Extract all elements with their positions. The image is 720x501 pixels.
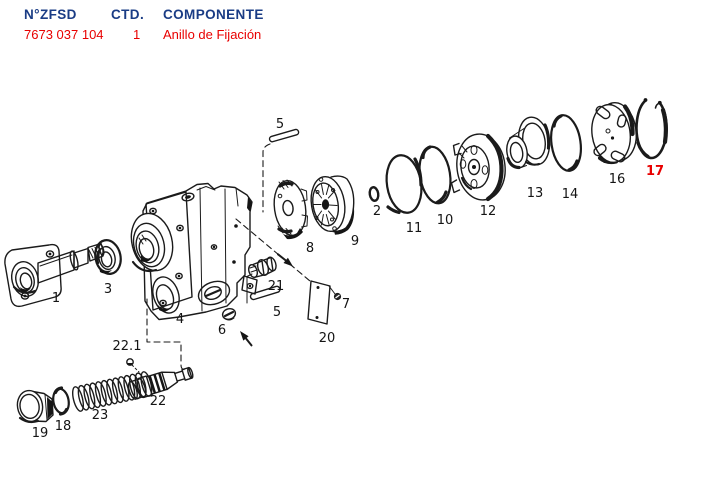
part-label-22[interactable]: 22 (150, 394, 167, 409)
part-5-pin-top (268, 128, 300, 143)
part-21-fitting (247, 256, 277, 279)
part-9-rotor (310, 175, 355, 235)
part-label-1[interactable]: 1 (52, 291, 60, 306)
part-label-17[interactable]: 17 (646, 164, 664, 179)
part-5-pin-middle (249, 285, 281, 301)
part-label-5[interactable]: 5 (276, 117, 284, 132)
part-label-20[interactable]: 20 (319, 331, 336, 346)
part-22-valve (127, 366, 194, 400)
part-13-bearing-cup (506, 116, 551, 170)
part-label-4[interactable]: 4 (176, 312, 184, 327)
part-label-19[interactable]: 19 (32, 426, 49, 441)
part-number: 7673 037 104 (24, 27, 104, 42)
part-label-14[interactable]: 14 (562, 187, 579, 202)
part-23-spring (71, 371, 153, 412)
part-label-16[interactable]: 16 (609, 172, 626, 187)
part-label-3[interactable]: 3 (104, 282, 112, 297)
part-14-o-ring (550, 114, 582, 172)
part-name: Anillo de Fijación (163, 27, 262, 42)
part-label-5[interactable]: 5 (273, 305, 281, 320)
part-12-pressure-plate (450, 133, 506, 202)
part-18-o-ring (52, 386, 70, 416)
part-16-end-cover (591, 101, 638, 165)
column-ctd: CTD. (111, 7, 145, 22)
part-22-1-ball (126, 358, 134, 366)
part-7-screw (333, 292, 342, 301)
part-10-ring (418, 145, 452, 205)
part-label-9[interactable]: 9 (351, 234, 359, 249)
part-label-23[interactable]: 23 (92, 408, 109, 423)
part-8-cam-ring (273, 179, 308, 240)
part-label-13[interactable]: 13 (527, 186, 544, 201)
part-label-2[interactable]: 2 (373, 204, 381, 219)
part-1-shaft (4, 242, 105, 308)
part-label-6[interactable]: 6 (218, 323, 226, 338)
part-label-11[interactable]: 11 (406, 221, 423, 236)
part-label-8[interactable]: 8 (306, 241, 314, 256)
part-label-18[interactable]: 18 (55, 419, 72, 434)
part-6-plug (221, 307, 237, 321)
part-19-hex-plug (16, 389, 54, 424)
column-zfsd: N°ZFSD (24, 7, 77, 22)
column-componente: COMPONENTE (163, 7, 264, 22)
leader-lines (131, 143, 336, 373)
part-17-retaining-ring (635, 98, 668, 160)
part-4-housing (130, 182, 258, 321)
part-2-o-ring (368, 186, 380, 202)
part-label-21[interactable]: 21 (268, 279, 285, 294)
part-label-12[interactable]: 12 (480, 204, 497, 219)
part-3-seal-ring (94, 239, 122, 275)
part-quantity: 1 (133, 27, 141, 42)
part-label-7[interactable]: 7 (342, 297, 350, 312)
part-label-22.1[interactable]: 22.1 (113, 339, 142, 354)
part-label-10[interactable]: 10 (437, 213, 454, 228)
part-20-gasket (307, 280, 331, 325)
